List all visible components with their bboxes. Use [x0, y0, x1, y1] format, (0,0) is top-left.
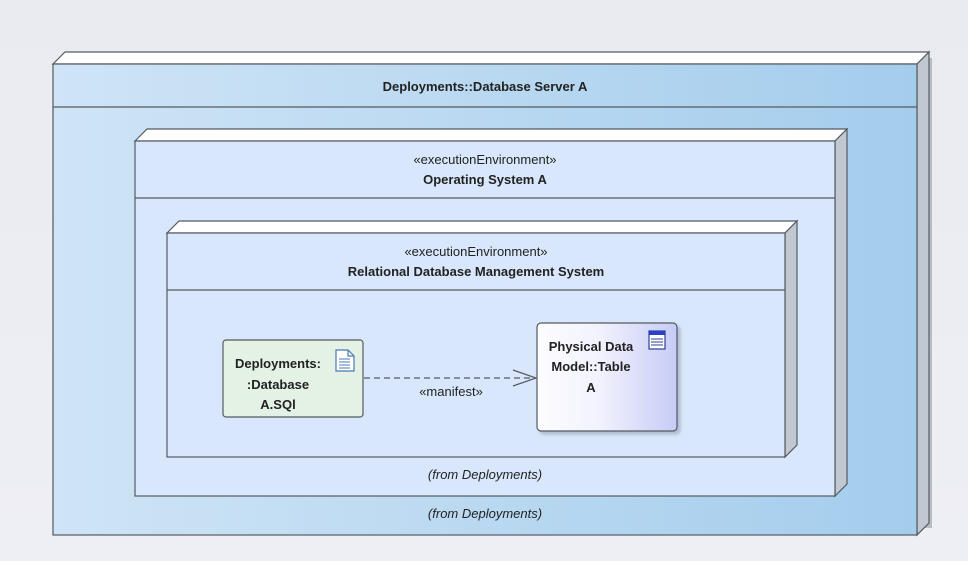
- artifact-body: [222, 339, 364, 418]
- rdbms-node-stereotype: «executionEnvironment»: [404, 244, 548, 259]
- os-node-side-face: [834, 127, 848, 498]
- os-node-footer: (from Deployments): [427, 467, 543, 482]
- dependency-label: «manifest»: [419, 384, 483, 399]
- table-element[interactable]: [536, 322, 678, 432]
- artifact-label-line1: Deployments:: [235, 356, 321, 371]
- table-icon: [648, 330, 666, 350]
- table-body: [536, 322, 678, 432]
- rdbms-node-title: Relational Database Management System: [347, 264, 605, 279]
- document-icon: [335, 349, 355, 372]
- rdbms-node-top-face: [165, 220, 799, 234]
- artifact-database-sql[interactable]: [222, 339, 364, 418]
- dependency-arrowhead: [512, 369, 538, 387]
- table-label-line3: A: [586, 380, 596, 395]
- table-label-line2: Model::Table: [551, 359, 631, 374]
- os-node-stereotype: «executionEnvironment»: [413, 152, 557, 167]
- outer-node-footer: (from Deployments): [427, 506, 543, 521]
- artifact-label-line2: :Database: [246, 377, 310, 392]
- table-label-line1: Physical Data: [548, 339, 634, 354]
- outer-node-title: Deployments::Database Server A: [382, 79, 588, 94]
- outer-node-side-face: [916, 50, 930, 537]
- outer-node-top-face: [51, 51, 931, 65]
- rdbms-node-side-face: [784, 219, 798, 459]
- os-node-title: Operating System A: [423, 172, 547, 187]
- artifact-label-line3: A.SQl: [260, 397, 296, 412]
- os-node-top-face: [133, 128, 849, 142]
- manifest-dependency[interactable]: [364, 369, 538, 387]
